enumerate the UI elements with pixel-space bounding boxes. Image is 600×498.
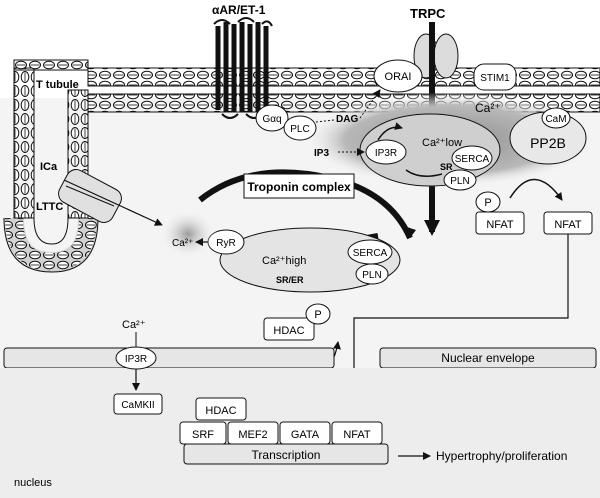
ca-high-label: Ca²⁺high [262, 255, 306, 267]
outcome-label: Hypertrophy/proliferation [436, 449, 567, 463]
hdac-phos-label: HDAC [273, 325, 304, 337]
nfat-phos-box [475, 211, 525, 235]
stim1-box [473, 63, 517, 91]
ca-release-label: Ca²⁺ [172, 238, 193, 249]
hdac-nuclear-box [195, 397, 247, 421]
ip3r-sr-oval [365, 139, 407, 165]
lttc-channel [58, 169, 163, 226]
ca-release-shadow [158, 208, 218, 260]
nuclear-envelope-left [3, 347, 335, 369]
dag-label: DAG [336, 114, 358, 125]
camkii-label: CaMKII [121, 400, 154, 411]
tf-gata-label: GATA [291, 429, 320, 441]
cam-label: CaM [545, 114, 566, 125]
aar-et1-label: αAR/ET-1 [212, 3, 266, 17]
t-tubule-label: T tubule [36, 79, 79, 91]
trpc-label: TRPC [410, 6, 446, 21]
hdac-nuclear-label: HDAC [205, 405, 236, 417]
p-label-hdac: P [314, 309, 321, 321]
gaq-label: Gαq [262, 114, 281, 125]
camkii-box [113, 393, 163, 415]
serca-sr-label: SERCA [455, 154, 490, 165]
tf-nfat-label: NFAT [343, 429, 371, 441]
gaq-oval [255, 104, 289, 132]
pln-sr-oval [443, 169, 477, 191]
pln-sr-label: PLN [450, 176, 469, 187]
nfat-active-label: NFAT [554, 219, 582, 231]
transcription-label: Transcription [252, 448, 321, 462]
plc-oval [283, 115, 317, 141]
nfat-phos-label: NFAT [486, 219, 514, 231]
tf-srf-label: SRF [192, 429, 214, 441]
transcription-bar [183, 443, 389, 465]
ca-low-label: Ca²⁺low [422, 137, 462, 149]
ip3-label: IP3 [314, 148, 329, 159]
sr-label: SR [440, 162, 453, 172]
nuclear-envelope-label: Nuclear envelope [441, 351, 535, 365]
ip3r-nuclear-label: IP3R [125, 354, 147, 365]
ca-nuclear-label: Ca²⁺ [122, 319, 146, 331]
lttc-label: LTTC [36, 201, 63, 213]
ica-label: ICa [40, 161, 58, 173]
serca-sr-oval [451, 145, 493, 171]
sr-er-label: SR/ER [276, 275, 304, 285]
pln-er-oval [355, 263, 389, 285]
orai-label: ORAI [385, 71, 412, 83]
plc-label: PLC [290, 124, 309, 135]
pp2b-label: PP2B [530, 135, 566, 151]
stim1-label: STIM1 [480, 73, 510, 84]
tf-mef2-label: MEF2 [238, 429, 267, 441]
nucleus-label: nucleus [14, 477, 52, 489]
orai-oval [373, 59, 423, 93]
hdac-phos-box [263, 317, 315, 341]
p-label-nfat: P [484, 197, 491, 209]
cam-oval [541, 107, 571, 129]
serca-er-label: SERCA [353, 248, 388, 259]
p-oval-hdac [305, 303, 331, 325]
ryr-label: RyR [216, 238, 235, 249]
troponin-box [243, 173, 355, 199]
pln-er-label: PLN [362, 270, 381, 281]
troponin-label: Troponin complex [247, 180, 351, 194]
ip3r-sr-label: IP3R [375, 148, 397, 159]
ca-ion-label: Ca²⁺ [475, 101, 501, 115]
